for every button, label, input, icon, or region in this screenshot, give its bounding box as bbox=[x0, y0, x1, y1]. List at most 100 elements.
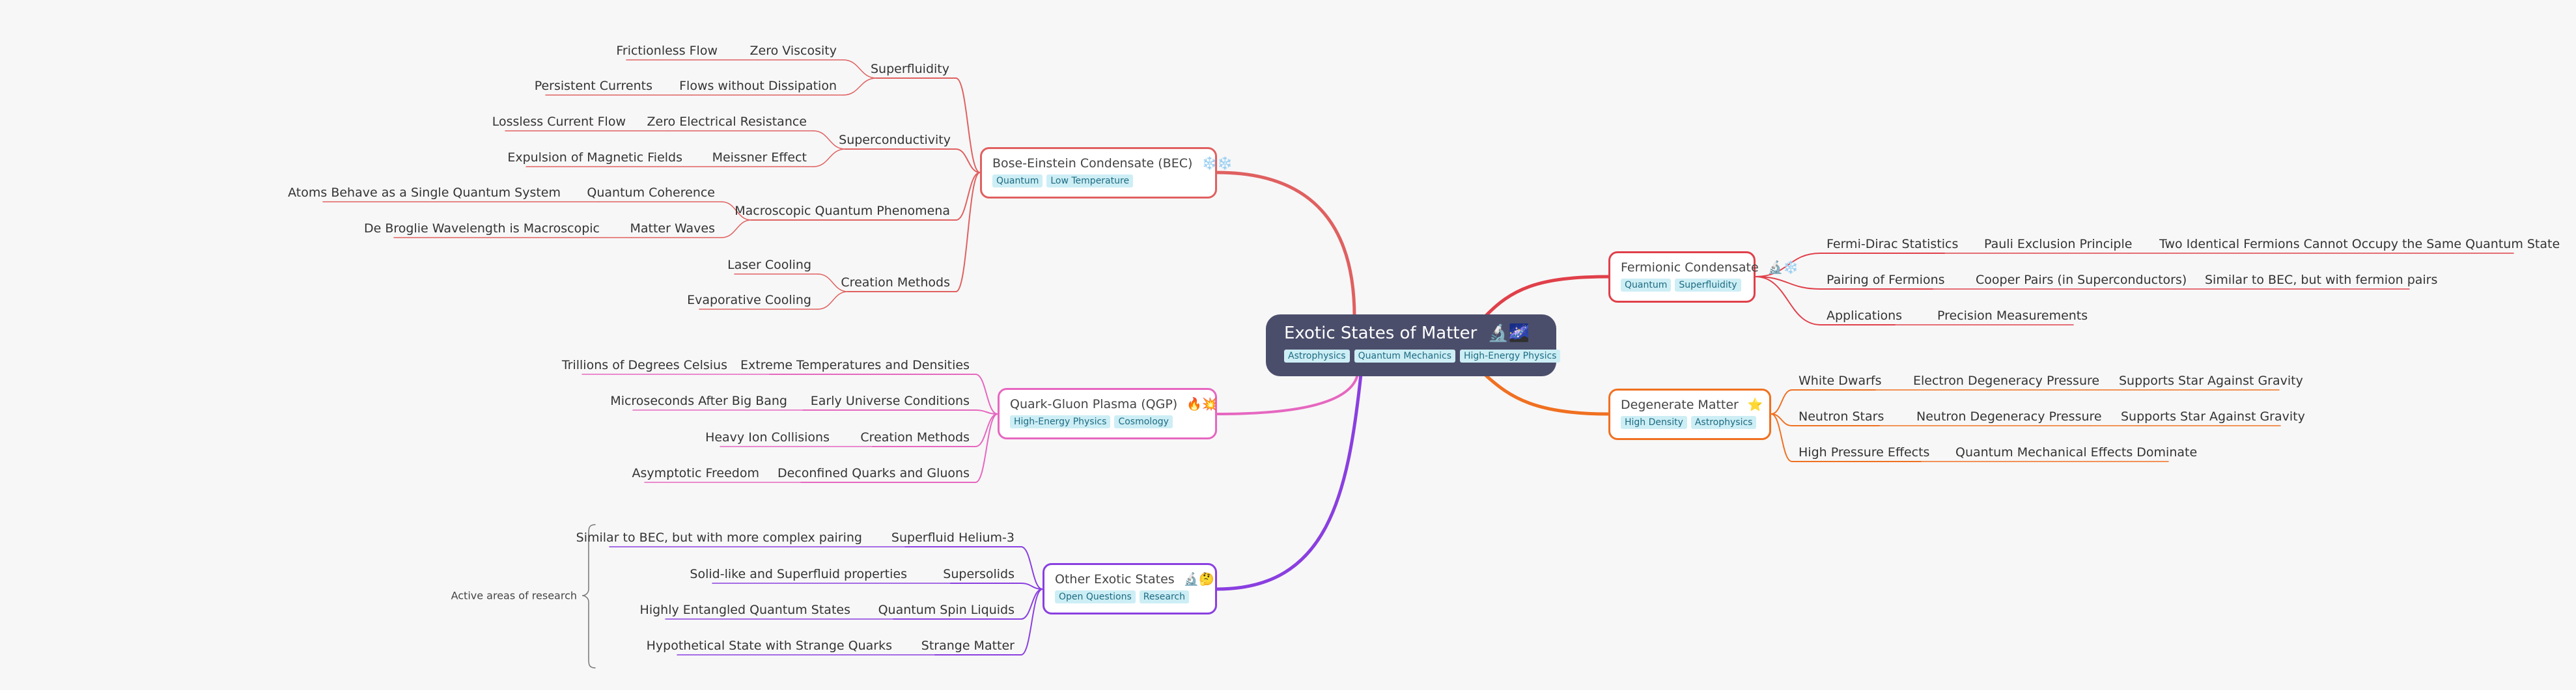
topic-zero-electrical-resistance[interactable]: Zero Electrical Resistance bbox=[647, 115, 807, 129]
link-curve bbox=[955, 77, 981, 173]
link-curve bbox=[1755, 276, 1821, 325]
topic-macroscopic-quantum-phenomena[interactable]: Macroscopic Quantum Phenomena bbox=[735, 204, 950, 218]
topic-deconfined-quarks[interactable]: Deconfined Quarks and Gluons bbox=[777, 466, 970, 480]
root-title-text: Exotic States of Matter bbox=[1284, 324, 1477, 343]
node-bose-einstein-condensate[interactable]: Bose-Einstein Condensate (BEC) ❄️❄️ Quan… bbox=[980, 147, 1233, 199]
tag-open-questions: Open Questions bbox=[1055, 590, 1136, 603]
topic-superfluidity[interactable]: Superfluidity bbox=[871, 62, 949, 76]
link-curve bbox=[721, 201, 752, 221]
topic-trillions-of-degrees[interactable]: Trillions of Degrees Celsius bbox=[561, 358, 727, 372]
link-curve bbox=[721, 219, 752, 238]
tag-high-energy-physics: High-Energy Physics bbox=[1010, 415, 1111, 428]
link-root-other bbox=[1215, 372, 1363, 591]
link-curve bbox=[1771, 413, 1793, 462]
topic-fermi-dirac-statistics[interactable]: Fermi-Dirac Statistics bbox=[1827, 237, 1959, 251]
tag-superfluidity: Superfluidity bbox=[1675, 279, 1741, 292]
tag-quantum: Quantum bbox=[1621, 279, 1672, 292]
microscope-thinking-icon: 🔬🤔 bbox=[1183, 572, 1215, 586]
root-title: Exotic States of Matter 🔬🌌 bbox=[1284, 324, 1538, 343]
summary-annotation: Active areas of research bbox=[451, 589, 577, 602]
topic-heavy-ion-collisions[interactable]: Heavy Ion Collisions bbox=[705, 430, 830, 445]
tag-high-energy-physics: High-Energy Physics bbox=[1459, 350, 1561, 363]
topic-early-universe-conditions[interactable]: Early Universe Conditions bbox=[810, 394, 970, 408]
node-quark-gluon-plasma[interactable]: Quark-Gluon Plasma (QGP) 🔥💥 High-Energy … bbox=[998, 388, 1218, 439]
tag-astrophysics: Astrophysics bbox=[1690, 416, 1757, 429]
link-curve bbox=[955, 172, 981, 292]
topic-precision-measurements[interactable]: Precision Measurements bbox=[1937, 309, 2088, 323]
node-other-exotic-states[interactable]: Other Exotic States 🔬🤔 Open Questions Re… bbox=[1043, 563, 1217, 614]
topic-atoms-single-quantum-system[interactable]: Atoms Behave as a Single Quantum System bbox=[288, 186, 561, 200]
topic-similar-to-bec-fermion-pairs[interactable]: Similar to BEC, but with fermion pairs bbox=[2205, 273, 2438, 287]
topic-superconductivity[interactable]: Superconductivity bbox=[839, 133, 951, 147]
topic-flows-without-dissipation[interactable]: Flows without Dissipation bbox=[679, 79, 837, 93]
tag-high-density: High Density bbox=[1621, 416, 1687, 429]
topic-highly-entangled-states[interactable]: Highly Entangled Quantum States bbox=[639, 603, 850, 617]
topic-pairing-of-fermions[interactable]: Pairing of Fermions bbox=[1827, 273, 1945, 287]
qgp-title: Quark-Gluon Plasma (QGP) bbox=[1010, 397, 1178, 411]
topic-strange-matter[interactable]: Strange Matter bbox=[921, 639, 1015, 653]
fermionic-tags: Quantum Superfluidity bbox=[1621, 279, 1743, 292]
link-curve bbox=[975, 374, 998, 415]
topic-de-broglie-wavelength[interactable]: De Broglie Wavelength is Macroscopic bbox=[364, 221, 600, 236]
link-curve bbox=[1020, 588, 1043, 620]
link-curve bbox=[843, 59, 877, 79]
topic-evaporative-cooling[interactable]: Evaporative Cooling bbox=[687, 293, 811, 307]
topic-applications[interactable]: Applications bbox=[1827, 309, 1903, 323]
topic-extreme-temperatures[interactable]: Extreme Temperatures and Densities bbox=[740, 358, 970, 372]
link-curve bbox=[1020, 546, 1043, 590]
topic-creation-methods[interactable]: Creation Methods bbox=[841, 275, 950, 290]
topic-electron-degeneracy[interactable]: Electron Degeneracy Pressure bbox=[1913, 374, 2100, 388]
fermionic-title: Fermionic Condensate bbox=[1621, 260, 1759, 275]
topic-meissner-effect[interactable]: Meissner Effect bbox=[712, 150, 807, 165]
topic-expulsion-of-magnetic-fields[interactable]: Expulsion of Magnetic Fields bbox=[507, 150, 682, 165]
topic-asymptotic-freedom[interactable]: Asymptotic Freedom bbox=[632, 466, 759, 480]
topic-cooper-pairs[interactable]: Cooper Pairs (in Superconductors) bbox=[1976, 273, 2187, 287]
link-root-qgp bbox=[1216, 373, 1359, 415]
link-curve bbox=[1020, 588, 1043, 656]
topic-pauli-exclusion[interactable]: Pauli Exclusion Principle bbox=[1984, 237, 2133, 251]
topic-qgp-creation-methods[interactable]: Creation Methods bbox=[860, 430, 970, 445]
topic-supersolids[interactable]: Supersolids bbox=[943, 567, 1015, 581]
topic-he3-complex-pairing[interactable]: Similar to BEC, but with more complex pa… bbox=[576, 531, 862, 545]
tag-quantum: Quantum bbox=[992, 174, 1043, 187]
degenerate-title: Degenerate Matter bbox=[1621, 398, 1739, 412]
qgp-tags: High-Energy Physics Cosmology bbox=[1010, 415, 1205, 428]
topic-supports-star-ns[interactable]: Supports Star Against Gravity bbox=[2121, 409, 2305, 424]
topic-neutron-stars[interactable]: Neutron Stars bbox=[1799, 409, 1884, 424]
topic-high-pressure-effects[interactable]: High Pressure Effects bbox=[1799, 445, 1930, 460]
star-icon: ⭐ bbox=[1747, 398, 1763, 412]
node-title: Degenerate Matter ⭐ bbox=[1621, 397, 1763, 412]
node-title: Other Exotic States 🔬🤔 bbox=[1055, 572, 1214, 586]
topic-quantum-coherence[interactable]: Quantum Coherence bbox=[587, 186, 715, 200]
topic-quantum-mechanical-effects[interactable]: Quantum Mechanical Effects Dominate bbox=[1955, 445, 2198, 460]
node-title: Bose-Einstein Condensate (BEC) ❄️❄️ bbox=[992, 156, 1233, 171]
link-root-bec bbox=[1215, 171, 1356, 319]
topic-two-identical-fermions[interactable]: Two Identical Fermions Cannot Occupy the… bbox=[2159, 237, 2560, 251]
topic-frictionless-flow[interactable]: Frictionless Flow bbox=[616, 44, 718, 58]
topic-quantum-spin-liquids[interactable]: Quantum Spin Liquids bbox=[878, 603, 1015, 617]
microscope-galaxy-icon: 🔬🌌 bbox=[1487, 324, 1530, 343]
node-degenerate-matter[interactable]: Degenerate Matter ⭐ High Density Astroph… bbox=[1608, 389, 1771, 440]
tag-cosmology: Cosmology bbox=[1114, 415, 1173, 428]
link-root-fermionic bbox=[1483, 275, 1610, 319]
topic-lossless-current-flow[interactable]: Lossless Current Flow bbox=[492, 115, 626, 129]
topic-solid-like-superfluid[interactable]: Solid-like and Superfluid properties bbox=[690, 567, 907, 581]
topic-superfluid-helium-3[interactable]: Superfluid Helium-3 bbox=[891, 531, 1015, 545]
topic-neutron-degeneracy[interactable]: Neutron Degeneracy Pressure bbox=[1916, 409, 2102, 424]
topic-supports-star-wd[interactable]: Supports Star Against Gravity bbox=[2119, 374, 2303, 388]
node-fermionic-condensate[interactable]: Fermionic Condensate 🔬❄️ Quantum Superfl… bbox=[1608, 251, 1799, 303]
topic-persistent-currents[interactable]: Persistent Currents bbox=[534, 79, 652, 93]
root-node[interactable]: Exotic States of Matter 🔬🌌 Astrophysics … bbox=[1266, 314, 1561, 376]
microscope-snowflake-icon: 🔬❄️ bbox=[1767, 260, 1799, 275]
topic-white-dwarfs[interactable]: White Dwarfs bbox=[1799, 374, 1882, 388]
tag-low-temperature: Low Temperature bbox=[1046, 174, 1134, 187]
topic-zero-viscosity[interactable]: Zero Viscosity bbox=[749, 44, 837, 58]
bec-tags: Quantum Low Temperature bbox=[992, 174, 1205, 187]
link-curve bbox=[813, 148, 846, 167]
topic-microseconds-after-big-bang[interactable]: Microseconds After Big Bang bbox=[610, 394, 787, 408]
root-tags: Astrophysics Quantum Mechanics High-Ener… bbox=[1284, 350, 1561, 363]
topic-hypothetical-strange-quarks[interactable]: Hypothetical State with Strange Quarks bbox=[646, 639, 892, 653]
topic-laser-cooling[interactable]: Laser Cooling bbox=[727, 258, 811, 272]
topic-matter-waves[interactable]: Matter Waves bbox=[630, 221, 715, 236]
